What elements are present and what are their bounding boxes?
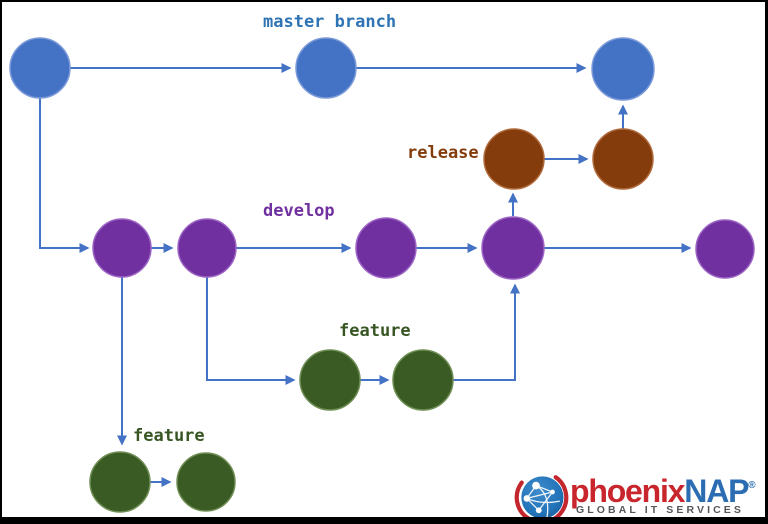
develop-branch-label: develop — [263, 201, 335, 221]
registered-trademark-symbol: ® — [748, 480, 756, 491]
feature-branch-label: feature — [339, 321, 411, 341]
release-branch-label: release — [407, 143, 479, 163]
logo-nap-text: NAP — [684, 473, 749, 509]
master-branch-label: master branch — [263, 12, 397, 32]
edge-feature2-develop4 — [453, 283, 520, 381]
commit-node-develop-commit-3 — [355, 217, 417, 279]
edge-master1-develop1 — [39, 98, 90, 253]
commit-node-master-commit-1 — [9, 37, 71, 99]
commit-node-develop-commit-5 — [695, 219, 755, 279]
feature2-branch-label: feature — [133, 426, 205, 446]
edge-develop2-feature1 — [206, 277, 296, 385]
commit-node-develop-commit-2 — [177, 218, 237, 278]
logo-phoenix-text: phoenix — [570, 473, 685, 509]
image-border-right — [765, 0, 768, 524]
phoenixnap-logo: phoenixNAP® GLOBAL IT SERVICES — [511, 467, 765, 524]
commit-node-feature2-commit-1 — [89, 451, 151, 513]
phoenixnap-globe-icon — [514, 470, 569, 524]
commit-node-develop-commit-1 — [92, 218, 152, 278]
commit-node-develop-commit-4 — [481, 216, 545, 280]
image-border-left — [0, 0, 2, 524]
commit-node-release-commit-1 — [483, 128, 545, 190]
phoenixnap-wordmark: phoenixNAP® — [570, 471, 756, 509]
image-border-top — [0, 0, 768, 2]
commit-node-feature2-commit-2 — [176, 452, 236, 512]
commit-node-master-commit-2 — [295, 37, 357, 99]
commit-node-feature-commit-1 — [299, 349, 361, 411]
commit-node-master-commit-3 — [591, 37, 655, 101]
image-border-bottom — [0, 517, 768, 524]
commit-node-release-commit-2 — [592, 128, 654, 190]
commit-node-feature-commit-2 — [392, 349, 454, 411]
logo-tagline: GLOBAL IT SERVICES — [576, 504, 745, 516]
